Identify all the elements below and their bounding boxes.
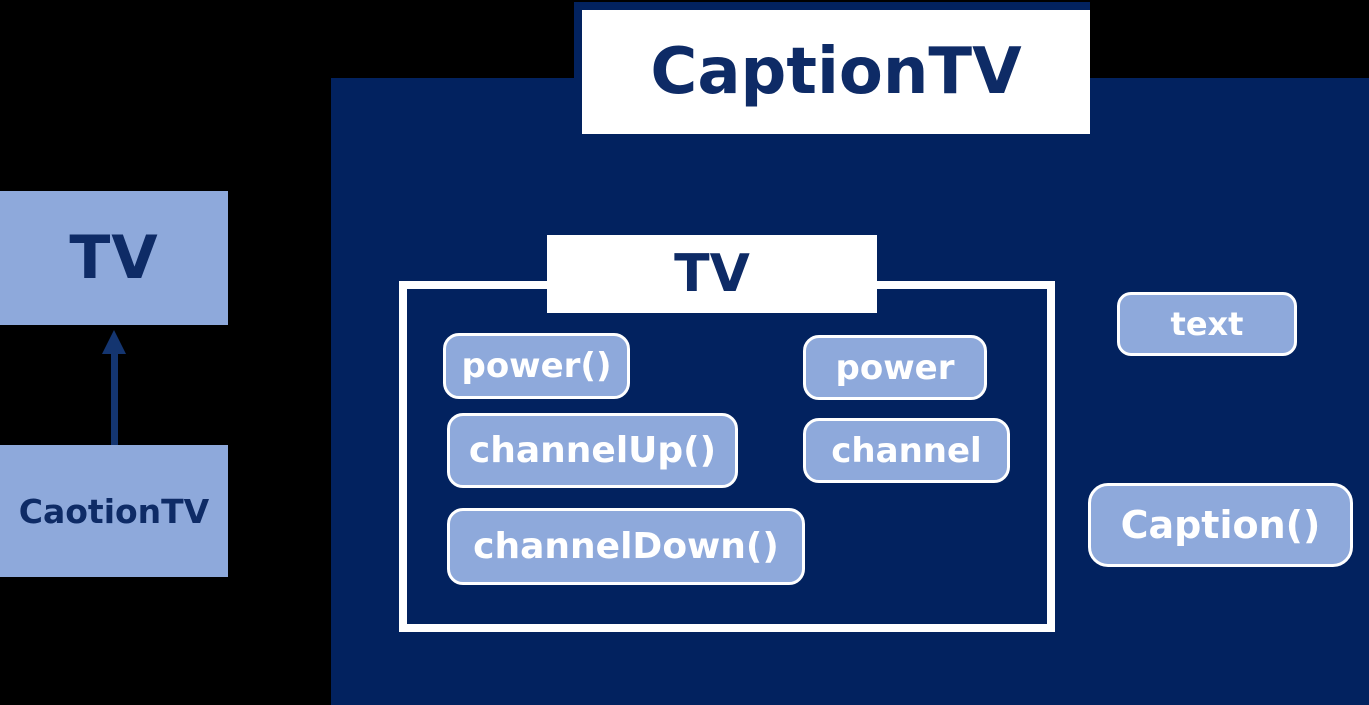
method-pill-caption: Caption() [1088, 483, 1353, 567]
child-class-box: CaotionTV [0, 445, 228, 577]
property-pill-channel: channel [803, 418, 1010, 483]
method-pill-channelup-label: channelUp() [468, 430, 717, 471]
child-class-label: CaotionTV [18, 491, 210, 531]
tv-class-title-label: TV [674, 244, 750, 304]
property-pill-text: text [1117, 292, 1297, 356]
captiontv-title-label: CaptionTV [650, 35, 1022, 109]
method-pill-caption-label: Caption() [1120, 503, 1321, 547]
property-pill-text-label: text [1170, 305, 1244, 343]
method-pill-channeldown-label: channelDown() [473, 526, 779, 567]
tv-class-title-box: TV [547, 235, 877, 313]
property-pill-power-label: power [835, 347, 955, 388]
method-pill-channeldown: channelDown() [447, 508, 805, 585]
captiontv-title-box: CaptionTV [574, 2, 1090, 134]
method-pill-power: power() [443, 333, 630, 399]
method-pill-channelup: channelUp() [447, 413, 738, 488]
parent-class-label: TV [69, 223, 159, 293]
property-pill-power: power [803, 335, 987, 400]
parent-class-box: TV [0, 191, 228, 325]
arrow-shaft [111, 350, 118, 447]
method-pill-power-label: power() [461, 346, 612, 386]
property-pill-channel-label: channel [831, 430, 982, 471]
